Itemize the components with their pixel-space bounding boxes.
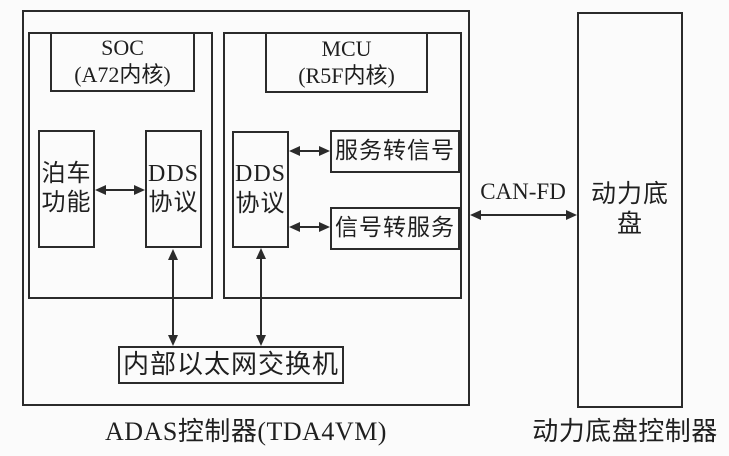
double-arrow-mcu-dds-switch-icon	[254, 248, 268, 346]
arrowhead-right-icon	[566, 210, 577, 220]
arrowhead-left-icon	[95, 185, 106, 195]
arrowhead-down-icon	[168, 335, 178, 346]
soc-dds-line2: 协议	[148, 190, 199, 216]
double-arrow-dds-signal-to-service-icon	[289, 220, 330, 234]
arrowhead-right-icon	[134, 185, 145, 195]
chassis-box: 动力底盘	[577, 12, 683, 408]
mcu-subtitle: (R5F内核)	[298, 62, 395, 88]
ethernet-switch-box: 内部以太网交换机	[118, 346, 344, 384]
double-arrow-canfd-icon	[470, 208, 577, 222]
arrowhead-down-icon	[256, 335, 266, 346]
chassis-box-label: 动力底盘	[590, 180, 669, 239]
mcu-title: MCU	[321, 35, 372, 61]
arrow-shaft	[103, 189, 137, 191]
soc-dds-box: DDS 协议	[145, 130, 202, 248]
soc-dds-line1: DDS	[147, 160, 199, 187]
signal-to-service-label: 信号转服务	[335, 215, 455, 241]
chassis-caption: 动力底盘控制器	[532, 417, 718, 446]
arrow-shaft	[260, 256, 262, 338]
mcu-dds-line1: DDS	[234, 161, 286, 188]
arrow-shaft	[172, 257, 174, 338]
parking-function-box: 泊车 功能	[38, 130, 95, 248]
signal-to-service-box: 信号转服务	[330, 207, 460, 250]
arrowhead-left-icon	[289, 146, 300, 156]
soc-title: SOC	[101, 35, 144, 61]
service-to-signal-label: 服务转信号	[335, 138, 455, 164]
arrowhead-up-icon	[168, 249, 178, 260]
parking-function-line2: 功能	[41, 190, 92, 216]
arrow-shaft	[297, 150, 322, 152]
adas-controller-box	[22, 10, 470, 406]
mcu-title-box: MCU (R5F内核)	[265, 32, 428, 93]
ethernet-switch-label: 内部以太网交换机	[122, 350, 339, 380]
double-arrow-parking-dds-icon	[95, 183, 145, 197]
canfd-label: CAN-FD	[480, 179, 566, 204]
parking-function-line1: 泊车	[41, 160, 92, 187]
adas-caption: ADAS控制器(TDA4VM)	[105, 417, 387, 446]
mcu-dds-box: DDS 协议	[232, 131, 289, 248]
soc-subtitle: (A72内核)	[74, 62, 171, 87]
arrowhead-left-icon	[470, 210, 481, 220]
double-arrow-soc-dds-switch-icon	[166, 249, 180, 346]
arrowhead-right-icon	[319, 222, 330, 232]
arrow-shaft	[478, 214, 569, 216]
service-to-signal-box: 服务转信号	[330, 130, 460, 173]
arrow-shaft	[297, 226, 322, 228]
arrowhead-left-icon	[289, 222, 300, 232]
arrowhead-right-icon	[319, 146, 330, 156]
double-arrow-dds-service-to-signal-icon	[289, 144, 330, 158]
arrowhead-up-icon	[256, 248, 266, 259]
soc-title-box: SOC (A72内核)	[50, 32, 195, 92]
mcu-dds-line2: 协议	[235, 190, 286, 217]
